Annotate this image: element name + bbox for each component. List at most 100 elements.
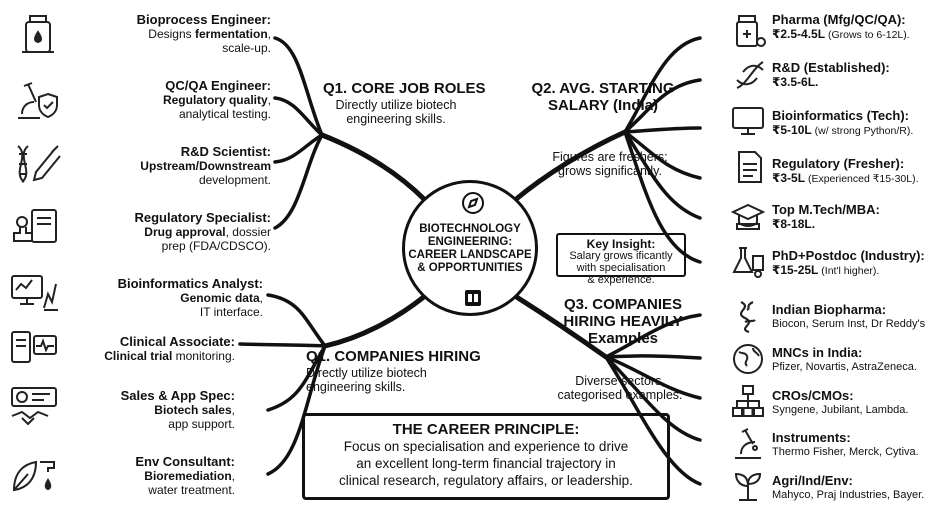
salary-note: (Int'l higher). [818, 265, 880, 277]
role-title: QC/QA Engineer: [165, 78, 271, 93]
salary-item-pharma: Pharma (Mfg/QC/QA): ₹2.5-4.5L (Grows to … [772, 12, 940, 42]
salary-value: ₹3.5-6L. [772, 75, 819, 89]
salary-note: (Grows to 6-12L). [825, 29, 910, 41]
salary-item-phd-postdoc: PhD+Postdoc (Industry): ₹15-25L (Int'l h… [772, 248, 940, 278]
salary-item-regulatory: Regulatory (Fresher): ₹3-5L (Experienced… [772, 156, 940, 186]
salary-item-bioinformatics: Bioinformatics (Tech): ₹5-10L (w/ strong… [772, 108, 940, 138]
bioreactor-icon [22, 15, 54, 53]
subtitle-line: engineering skills. [306, 380, 406, 394]
globe-icon [733, 344, 763, 374]
principle-line: Focus on specialisation and experience t… [343, 439, 629, 454]
salary-title: PhD+Postdoc (Industry): [772, 248, 925, 263]
clinical-monitor-icon [11, 331, 57, 363]
dna-icon [736, 61, 764, 89]
salary-title: Regulatory (Fresher): [772, 156, 905, 171]
flask-certificate-icon [732, 247, 764, 278]
salary-item-rd: R&D (Established): ₹3.5-6L. [772, 60, 940, 89]
role-title: Sales & App Spec: [120, 388, 235, 403]
microscope-shield-icon [18, 82, 58, 119]
role-title: Clinical Associate: [119, 334, 235, 349]
heading-line: HIRING HEAVILY [563, 313, 683, 330]
center-title-line: CAREER LANDSCAPE [408, 249, 532, 261]
role-bioprocess-engineer: Bioprocess Engineer: Designs fermentatio… [56, 12, 271, 55]
role-title: R&D Scientist: [180, 144, 271, 159]
subtitle-line: Figures are freshers; [552, 150, 668, 164]
salary-title: Bioinformatics (Tech): [772, 108, 909, 123]
q1-roles-heading: Q1. CORE JOB ROLES [323, 80, 486, 97]
document-icon [738, 151, 762, 183]
sprout-icon [734, 472, 762, 501]
company-names: Pfizer, Novartis, AstraZeneca. [772, 361, 917, 373]
center-title-line: BIOTECHNOLOGY [419, 223, 521, 235]
q2-salary-subtitle: Figures are freshers; grows significantl… [545, 150, 675, 178]
company-title: Instruments: [772, 430, 851, 445]
company-names: Thermo Fisher, Merck, Cytiva. [772, 446, 919, 458]
stamp-document-icon [13, 209, 57, 243]
role-desc-line2: water treatment. [148, 483, 235, 497]
company-item-agri-ind-env: Agri/Ind/Env: Mahyco, Praj Industries, B… [772, 473, 940, 502]
role-title: Regulatory Specialist: [134, 210, 271, 225]
role-desc-end: , [259, 291, 263, 305]
center-title-line: ENGINEERING: [427, 236, 513, 248]
subtitle-line: engineering skills. [346, 112, 446, 126]
role-desc-bold: Genomic data [180, 291, 260, 305]
salary-value: ₹15-25L [772, 263, 819, 277]
salary-note: (w/ strong Python/R). [811, 125, 914, 137]
role-desc-bold: Drug approval [144, 225, 226, 239]
company-title: MNCs in India: [772, 345, 863, 360]
role-sales-app-spec: Sales & App Spec: Biotech sales, app sup… [20, 388, 235, 431]
role-env-consultant: Env Consultant: Bioremediation, water tr… [20, 454, 235, 497]
role-desc-bold: Upstream/Downstream [140, 159, 271, 173]
company-item-cros-cmos: CROs/CMOs: Syngene, Jubilant, Lambda. [772, 388, 940, 417]
company-item-instruments: Instruments: Thermo Fisher, Merck, Cytiv… [772, 430, 940, 459]
q1-companies-heading: Q1. COMPANIES HIRING [306, 348, 481, 365]
role-regulatory-specialist: Regulatory Specialist: Drug approval, do… [56, 210, 271, 253]
helix-icon [739, 301, 756, 334]
q1-roles-subtitle: Directly utilize biotech engineering ski… [334, 98, 458, 126]
insight-line: & experience. [587, 274, 655, 286]
center-title: BIOTECHNOLOGY ENGINEERING: CAREER LANDSC… [405, 223, 535, 275]
role-bioinformatics-analyst: Bioinformatics Analyst: Genomic data, IT… [48, 276, 263, 319]
subtitle-line: Directly utilize biotech [306, 366, 427, 380]
company-item-mncs: MNCs in India: Pfizer, Novartis, AstraZe… [772, 345, 940, 374]
salary-value: ₹8-18L. [772, 217, 816, 231]
q3-companies-heading: Q3. COMPANIES HIRING HEAVILY Examples [548, 296, 698, 347]
salary-title: Pharma (Mfg/QC/QA): [772, 12, 906, 27]
role-desc: Designs [148, 27, 195, 41]
center-topic-circle: BIOTECHNOLOGY ENGINEERING: CAREER LANDSC… [402, 180, 538, 316]
role-desc-line2: IT interface. [199, 305, 263, 319]
role-desc-bold: Bioremediation [144, 469, 232, 483]
role-desc-line2: prep (FDA/CDSCO). [161, 239, 271, 253]
role-desc-end: , [231, 403, 235, 417]
role-desc-end: , dossier [225, 225, 271, 239]
salary-value: ₹2.5-4.5L [772, 27, 826, 41]
role-clinical-associate: Clinical Associate: Clinical trial monit… [20, 334, 235, 363]
heading-line: SALARY (India) [547, 97, 658, 114]
book-emblem-icon [465, 290, 481, 306]
company-names: Syngene, Jubilant, Lambda. [772, 404, 909, 416]
company-title: CROs/CMOs: [772, 388, 854, 403]
company-title: Indian Biopharma: [772, 302, 887, 317]
principle-line: clinical research, regulatory affairs, o… [339, 473, 633, 488]
center-title-line: & OPPORTUNITIES [417, 262, 523, 274]
insight-title: Key Insight: [586, 237, 656, 251]
org-chart-icon [732, 385, 764, 417]
role-desc-line2: analytical testing. [178, 107, 271, 121]
role-desc-line2: development. [198, 173, 271, 187]
salary-title: R&D (Established): [772, 60, 890, 75]
compass-icon [462, 192, 484, 214]
role-rd-scientist: R&D Scientist: Upstream/Downstream devel… [56, 144, 271, 187]
role-desc-end: , [231, 469, 235, 483]
q3-companies-subtitle: Diverse sectors, categorised examples. [545, 374, 695, 402]
heading-line: Q3. COMPANIES [563, 296, 683, 313]
role-qc-qa-engineer: QC/QA Engineer: Regulatory quality, anal… [56, 78, 271, 121]
monitor-chart-icon [11, 275, 58, 311]
company-names: Biocon, Serum Inst, Dr Reddy's [772, 318, 926, 330]
role-title: Bioprocess Engineer: [136, 12, 271, 27]
microscope-icon [735, 428, 761, 459]
role-desc-bold: Clinical trial [104, 349, 173, 363]
computer-monitor-icon [732, 107, 764, 135]
role-desc-line2: app support. [168, 417, 235, 431]
